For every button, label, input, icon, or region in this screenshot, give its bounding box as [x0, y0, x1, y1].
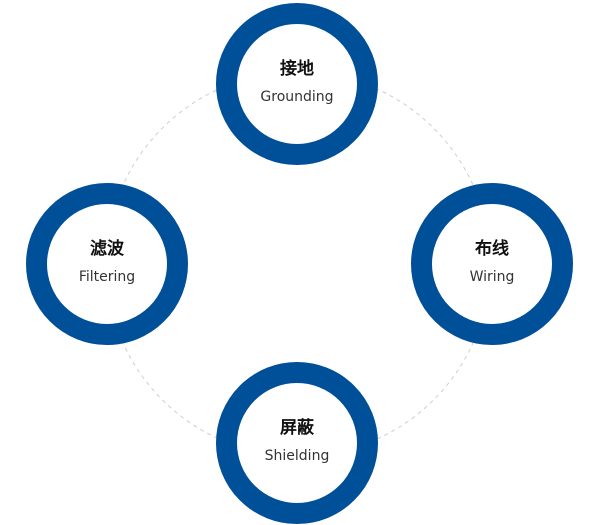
node-grounding-cn-label: 接地 [280, 59, 314, 79]
node-wiring-cn-label: 布线 [475, 239, 509, 259]
node-shielding-cn-label: 屏蔽 [280, 418, 314, 438]
node-filtering: 滤波 Filtering [26, 183, 188, 345]
node-shielding-en-label: Shielding [264, 448, 330, 464]
node-shielding: 屏蔽 Shielding [216, 362, 378, 524]
node-wiring-en-label: Wiring [469, 269, 515, 285]
node-filtering-en-label: Filtering [78, 269, 136, 285]
node-wiring: 布线 Wiring [411, 183, 573, 345]
node-filtering-cn-label: 滤波 [90, 239, 124, 259]
node-grounding-en-label: Grounding [260, 89, 334, 105]
node-grounding: 接地 Grounding [216, 3, 378, 165]
